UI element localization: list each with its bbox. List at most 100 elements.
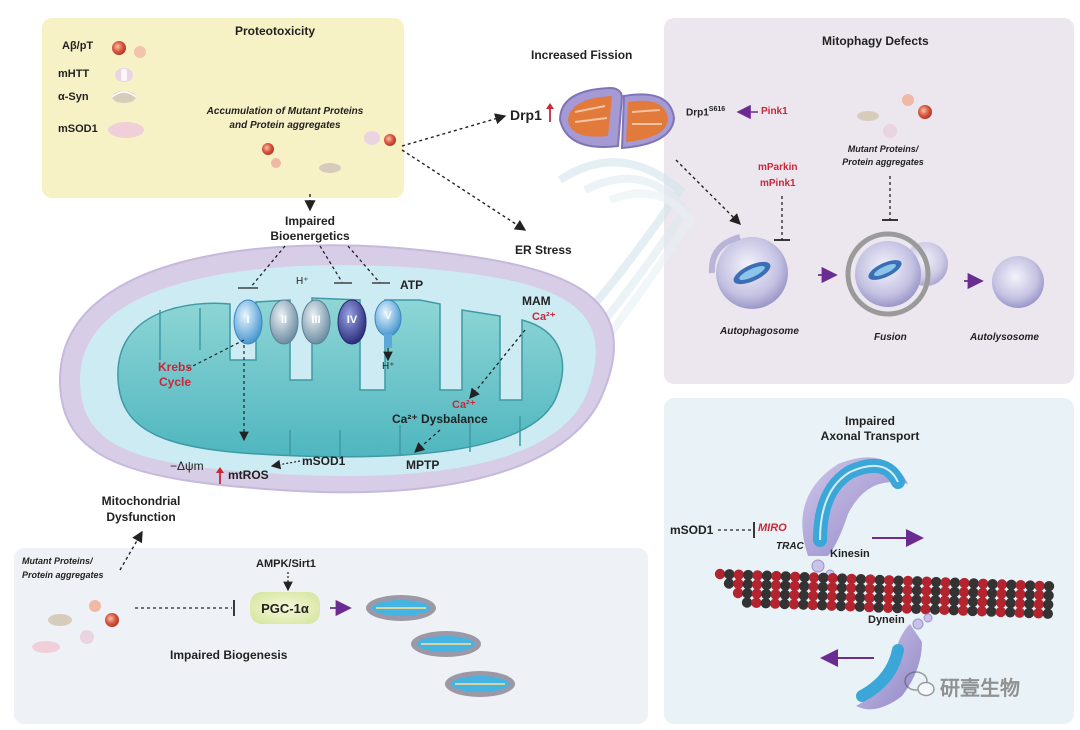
tubulin-bead bbox=[760, 598, 771, 609]
arrow-mam-ca bbox=[469, 329, 526, 400]
tubulin-bead bbox=[939, 604, 950, 616]
biogenesis-aggregates-icon bbox=[32, 600, 119, 653]
tubulin-bead bbox=[949, 577, 961, 588]
tubulin-bead bbox=[902, 584, 913, 596]
tubulin-bead bbox=[788, 599, 800, 610]
tubulin-bead bbox=[959, 577, 970, 589]
watermark-text: 研壹生物 bbox=[940, 678, 1020, 700]
bioenergetics-line2: Bioenergetics bbox=[270, 229, 350, 243]
mam-calcium-label: Ca²⁺ bbox=[532, 311, 556, 323]
fission-mitochondrion bbox=[558, 86, 676, 150]
aggregate-cluster-icon bbox=[262, 131, 396, 173]
accumulation-line1: Accumulation of Mutant Proteins bbox=[206, 106, 364, 117]
tubulin-bead bbox=[818, 572, 829, 584]
legend-msod1: mSOD1 bbox=[58, 123, 98, 135]
tubulin-bead bbox=[817, 581, 829, 593]
tubulin-bead bbox=[780, 580, 791, 591]
tubulin-bead bbox=[742, 588, 753, 599]
tubulin-bead bbox=[977, 587, 988, 599]
tubulin-bead bbox=[855, 574, 867, 585]
tubulin-bead bbox=[873, 593, 885, 604]
pgc1a-label: PGC-1α bbox=[261, 601, 309, 616]
main-mitochondrion bbox=[58, 244, 615, 494]
tubulin-bead bbox=[902, 575, 914, 587]
tubulin-bead bbox=[873, 602, 884, 613]
tubulin-bead bbox=[920, 594, 932, 606]
arrow-to-dysfunction bbox=[119, 530, 143, 571]
new-mitochondrion-1 bbox=[366, 595, 436, 621]
complex-i-shape bbox=[233, 299, 263, 345]
tubulin-bead bbox=[799, 581, 810, 592]
dysfunction-line1: Mitochondrial bbox=[101, 494, 181, 508]
complex-v-shape bbox=[374, 299, 402, 348]
miro-label: MIRO bbox=[758, 522, 787, 534]
tubulin-bead bbox=[854, 601, 865, 612]
tubulin-bead bbox=[939, 595, 950, 606]
tubulin-bead bbox=[874, 583, 885, 595]
tubulin-bead bbox=[742, 579, 753, 590]
tubulin-bead bbox=[761, 579, 772, 591]
tubulin-bead bbox=[930, 595, 941, 606]
tubulin-bead bbox=[761, 570, 773, 581]
fission-title: Increased Fission bbox=[531, 48, 633, 62]
abeta-icon bbox=[112, 41, 146, 58]
tubulin-bead bbox=[977, 596, 988, 608]
tubulin-bead bbox=[1014, 598, 1026, 609]
proteotoxicity-title: Proteotoxicity bbox=[235, 24, 316, 38]
tubulin-bead bbox=[827, 582, 838, 593]
biogenesis-title: Impaired Biogenesis bbox=[170, 648, 288, 662]
tubulin-bead bbox=[752, 570, 763, 581]
tubulin-bead bbox=[864, 592, 875, 604]
fusion-shape bbox=[845, 231, 948, 317]
tubulin-bead bbox=[1024, 589, 1036, 600]
tubulin-bead bbox=[826, 600, 837, 611]
tubulin-bead bbox=[967, 596, 979, 607]
tubulin-bead bbox=[1014, 607, 1025, 618]
mitophagy-mutant-line2: Protein aggregates bbox=[842, 157, 924, 167]
mam-label: MAM bbox=[522, 294, 551, 308]
tubulin-bead bbox=[958, 605, 969, 616]
tubulin-bead bbox=[724, 569, 735, 580]
msod1-miro-inhibition bbox=[718, 522, 755, 538]
biogenesis-inhibition bbox=[135, 600, 235, 616]
tubulin-bead bbox=[911, 594, 922, 605]
complex-i-label: I bbox=[246, 314, 250, 326]
mito-msod1-label: mSOD1 bbox=[302, 454, 346, 468]
tubulin-bead bbox=[770, 589, 781, 600]
mparkin-label: mParkin bbox=[758, 162, 798, 173]
tubulin-bead bbox=[808, 581, 819, 592]
tubulin-bead bbox=[949, 586, 960, 598]
tubulin-bead bbox=[846, 582, 857, 594]
drp1-s616-label: Drp1S616 bbox=[686, 106, 725, 118]
autophagosome-shape bbox=[708, 234, 788, 309]
tubulin-bead bbox=[1042, 608, 1054, 619]
tubulin-bead bbox=[949, 595, 960, 607]
complex-v-label: V bbox=[384, 310, 392, 322]
tubulin-bead bbox=[996, 588, 1007, 599]
tubulin-bead bbox=[845, 592, 856, 603]
proteotoxicity-panel bbox=[42, 18, 404, 198]
tubulin-bead bbox=[817, 590, 828, 602]
tubulin-bead bbox=[912, 576, 923, 587]
axonal-msod1-label: mSOD1 bbox=[670, 523, 714, 537]
tubulin-bead bbox=[1034, 580, 1045, 592]
tubulin-bead bbox=[1024, 598, 1035, 610]
tubulin-bead bbox=[864, 601, 875, 613]
tubulin-bead bbox=[714, 568, 726, 580]
mtros-up-arrowhead bbox=[216, 467, 224, 473]
kinesin-label: Kinesin bbox=[830, 548, 870, 560]
tubulin-bead bbox=[790, 571, 801, 582]
h-plus-label: H⁺ bbox=[296, 276, 309, 287]
pink1-label: Pink1 bbox=[761, 106, 788, 117]
mparkin-inhibition bbox=[774, 196, 790, 241]
tubulin-bead bbox=[835, 600, 847, 612]
tubulin-bead bbox=[921, 585, 932, 597]
tubulin-bead bbox=[751, 597, 762, 609]
tubulin-bead bbox=[902, 594, 913, 605]
pgc-box bbox=[250, 592, 320, 624]
drp1-s616-sup: S616 bbox=[708, 106, 726, 113]
tubulin-bead bbox=[799, 571, 810, 583]
fusion-label: Fusion bbox=[874, 332, 907, 343]
arrow-complex-i-krebs bbox=[184, 339, 245, 371]
tubulin-bead bbox=[874, 574, 885, 586]
